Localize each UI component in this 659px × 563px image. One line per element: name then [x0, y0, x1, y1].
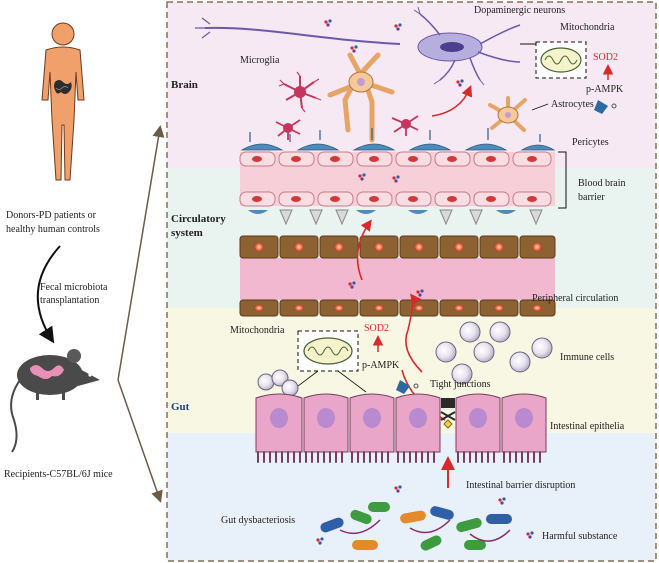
label-bbb-line1: Blood brain [578, 178, 626, 189]
arrow-gut-to-circulation-right [405, 293, 423, 373]
mitochondrion-icon-gut [303, 337, 353, 365]
bacteria-cluster [320, 502, 512, 551]
pericytes-row-top [240, 128, 556, 151]
link-arrow-to-gut [117, 379, 163, 503]
arrow-circulation-to-bbb [356, 219, 372, 281]
leader-astrocytes [531, 103, 549, 111]
recipient-caption: Recipients-C57BL/6J mice [4, 469, 113, 480]
gut-lumen-region [167, 433, 656, 561]
label-intestinal-barrier-disruption: Intestinal barrier disruption [466, 480, 575, 491]
microglia-icon [275, 71, 419, 140]
recipient-mouse-icon [10, 349, 100, 453]
donor-caption-line1: Donors-PD patients or [6, 210, 97, 221]
label-mitochondria-gut: Mitochondria [230, 325, 285, 336]
harmful-substance-particles [316, 19, 534, 545]
main-panel-border [166, 1, 657, 562]
immune-cells-group [257, 321, 553, 397]
label-sod2-gut: SOD2 [364, 323, 389, 334]
dopaminergic-neuron-icon [195, 6, 521, 86]
label-harmful-substance: Harmful substance [542, 531, 618, 542]
drug-molecule-icon-brain [594, 100, 617, 114]
section-gut: Gut [171, 401, 190, 413]
intestinal-epithelia [255, 393, 547, 463]
brain-mitochondria-inset [520, 41, 587, 79]
bbb-bracket [558, 151, 567, 209]
bbb-endothelial-row-bottom [239, 191, 552, 207]
brown-cell-row [239, 235, 556, 259]
section-circulatory-line1: Circulatory [171, 213, 226, 225]
tight-junction-breach [440, 398, 456, 429]
blood-brain-barrier [239, 151, 555, 207]
pericytes-row-bottom [248, 209, 543, 226]
fmt-arrow [36, 245, 61, 344]
arrow-microglia-to-astrocyte [431, 85, 473, 117]
fmt-label-line2: transplantation [40, 295, 99, 306]
gut-mitochondria-inset [289, 330, 367, 393]
donor-caption-line2: healthy human controls [6, 224, 100, 235]
label-gut-dysbacteriosis: Gut dysbacteriosis [221, 515, 295, 526]
label-intestinal-epithelia: Intestinal epithelia [550, 421, 625, 432]
label-peripheral-circulation: Peripheral circulation [532, 293, 618, 304]
label-mitochondria-brain: Mitochondria [560, 22, 615, 33]
peripheral-vessel [239, 235, 556, 317]
brown-cell-row-lower [239, 299, 556, 317]
drug-molecule-icon-gut [396, 380, 419, 394]
bbb-endothelial-row-top [239, 151, 552, 167]
label-microglia: Microglia [240, 55, 280, 66]
label-sod2-brain: SOD2 [593, 52, 618, 63]
label-astrocytes: Astrocytes [551, 99, 594, 110]
fmt-label-line1: Fecal microbiota [40, 282, 108, 293]
donor-human-icon [41, 22, 85, 181]
label-dopaminergic-neurons: Dopaminergic neurons [474, 5, 565, 16]
label-pericytes: Pericytes [572, 137, 609, 148]
label-tight-junctions: Tight junctions [430, 379, 491, 390]
label-bbb-line2: barrier [578, 192, 605, 203]
label-pampk-brain: p-AMPK [586, 84, 624, 95]
section-brain: Brain [171, 79, 198, 91]
link-arrow-to-brain [117, 125, 165, 381]
label-immune-cells: Immune cells [560, 352, 614, 363]
astrocyte-icon-small [488, 96, 527, 132]
label-pampk-gut: p-AMPK [362, 360, 400, 371]
section-circulatory-line2: system [171, 227, 203, 239]
astrocyte-icon-large [327, 52, 395, 143]
